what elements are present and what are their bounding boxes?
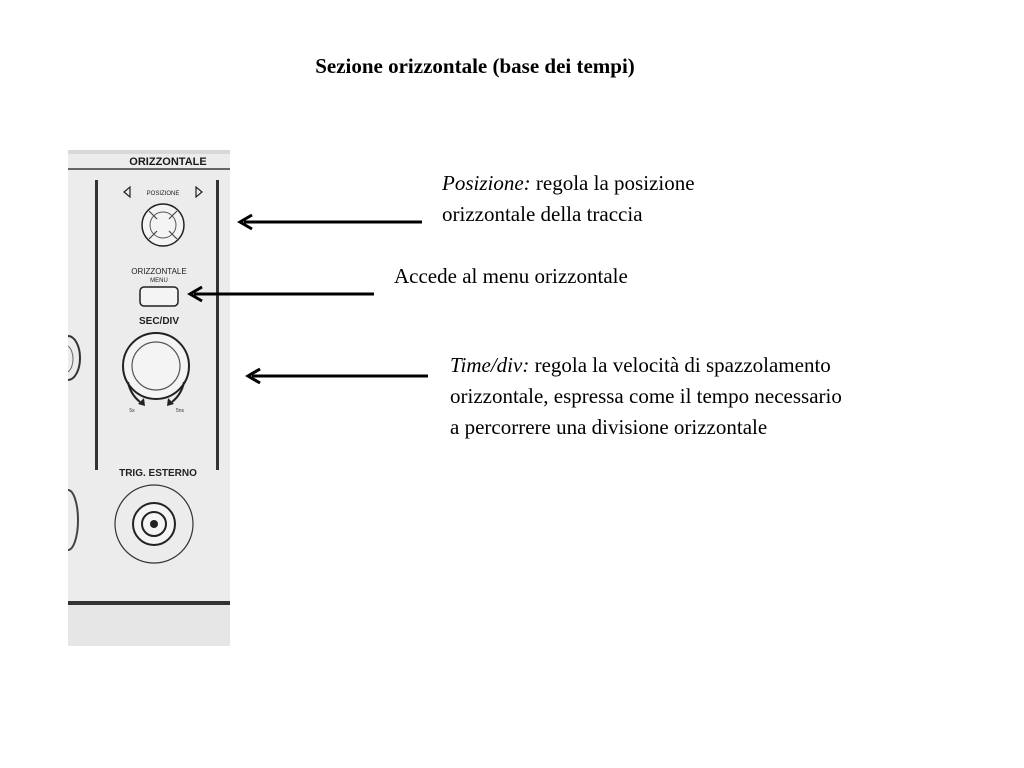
timediv-term: Time/div:: [450, 353, 530, 377]
position-knob: [141, 203, 185, 247]
knob-left-mark: 5s: [129, 408, 135, 414]
arrow-position: [237, 213, 422, 231]
timediv-description: Time/div: regola la velocità di spazzola…: [450, 350, 850, 443]
trig-label: TRIG. ESTERNO: [119, 468, 197, 479]
trig-connector: [114, 484, 194, 564]
position-text: regola la posizione orizzontale della tr…: [442, 171, 695, 226]
menu-label-line1: ORIZZONTALE: [131, 267, 186, 276]
panel-header-label: ORIZZONTALE: [129, 156, 206, 168]
position-term: Posizione:: [442, 171, 531, 195]
menu-description: Accede al menu orizzontale: [394, 264, 628, 288]
arrow-timediv: [245, 367, 428, 385]
page-title: Sezione orizzontale (base dei tempi): [315, 54, 635, 78]
menu-label-line2: MENU: [150, 278, 168, 284]
oscilloscope-panel-image: ORIZZONTALE POSIZIONE ORIZZONTALE MENU S…: [68, 150, 230, 646]
timediv-text: regola la velocità di spazzolamento oriz…: [450, 353, 842, 439]
menu-button: [139, 286, 179, 307]
position-description: Posizione: regola la posizione orizzonta…: [442, 168, 772, 230]
arrow-menu: [187, 285, 374, 303]
secdiv-label: SEC/DIV: [139, 316, 179, 327]
knob-right-mark: 5ns: [176, 408, 185, 414]
position-label: POSIZIONE: [147, 191, 180, 197]
secdiv-knob: [122, 332, 190, 400]
